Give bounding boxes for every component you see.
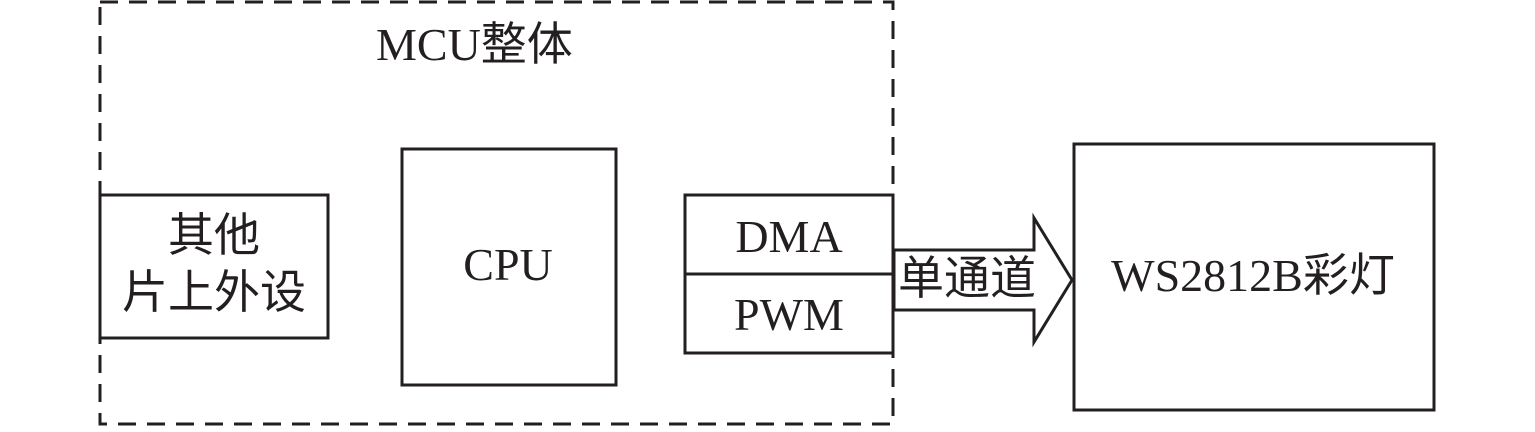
cpu-label: CPU <box>463 239 553 290</box>
single-channel-arrow <box>892 212 1074 348</box>
cpu-box <box>400 147 618 387</box>
peripherals-label-line2: 片上外设 <box>122 267 306 318</box>
pwm-box <box>683 272 895 355</box>
ws2812b-box <box>1072 142 1436 412</box>
ws2812b-label: WS2812B彩灯 <box>1111 250 1395 301</box>
peripherals-label-line1: 其他 <box>168 210 260 261</box>
mcu-group-label: MCU整体 <box>376 19 573 70</box>
dma-label: DMA <box>735 211 843 262</box>
peripherals-box <box>98 193 330 340</box>
single-channel-label: 单通道 <box>898 253 1036 304</box>
pwm-label: PWM <box>734 289 844 340</box>
